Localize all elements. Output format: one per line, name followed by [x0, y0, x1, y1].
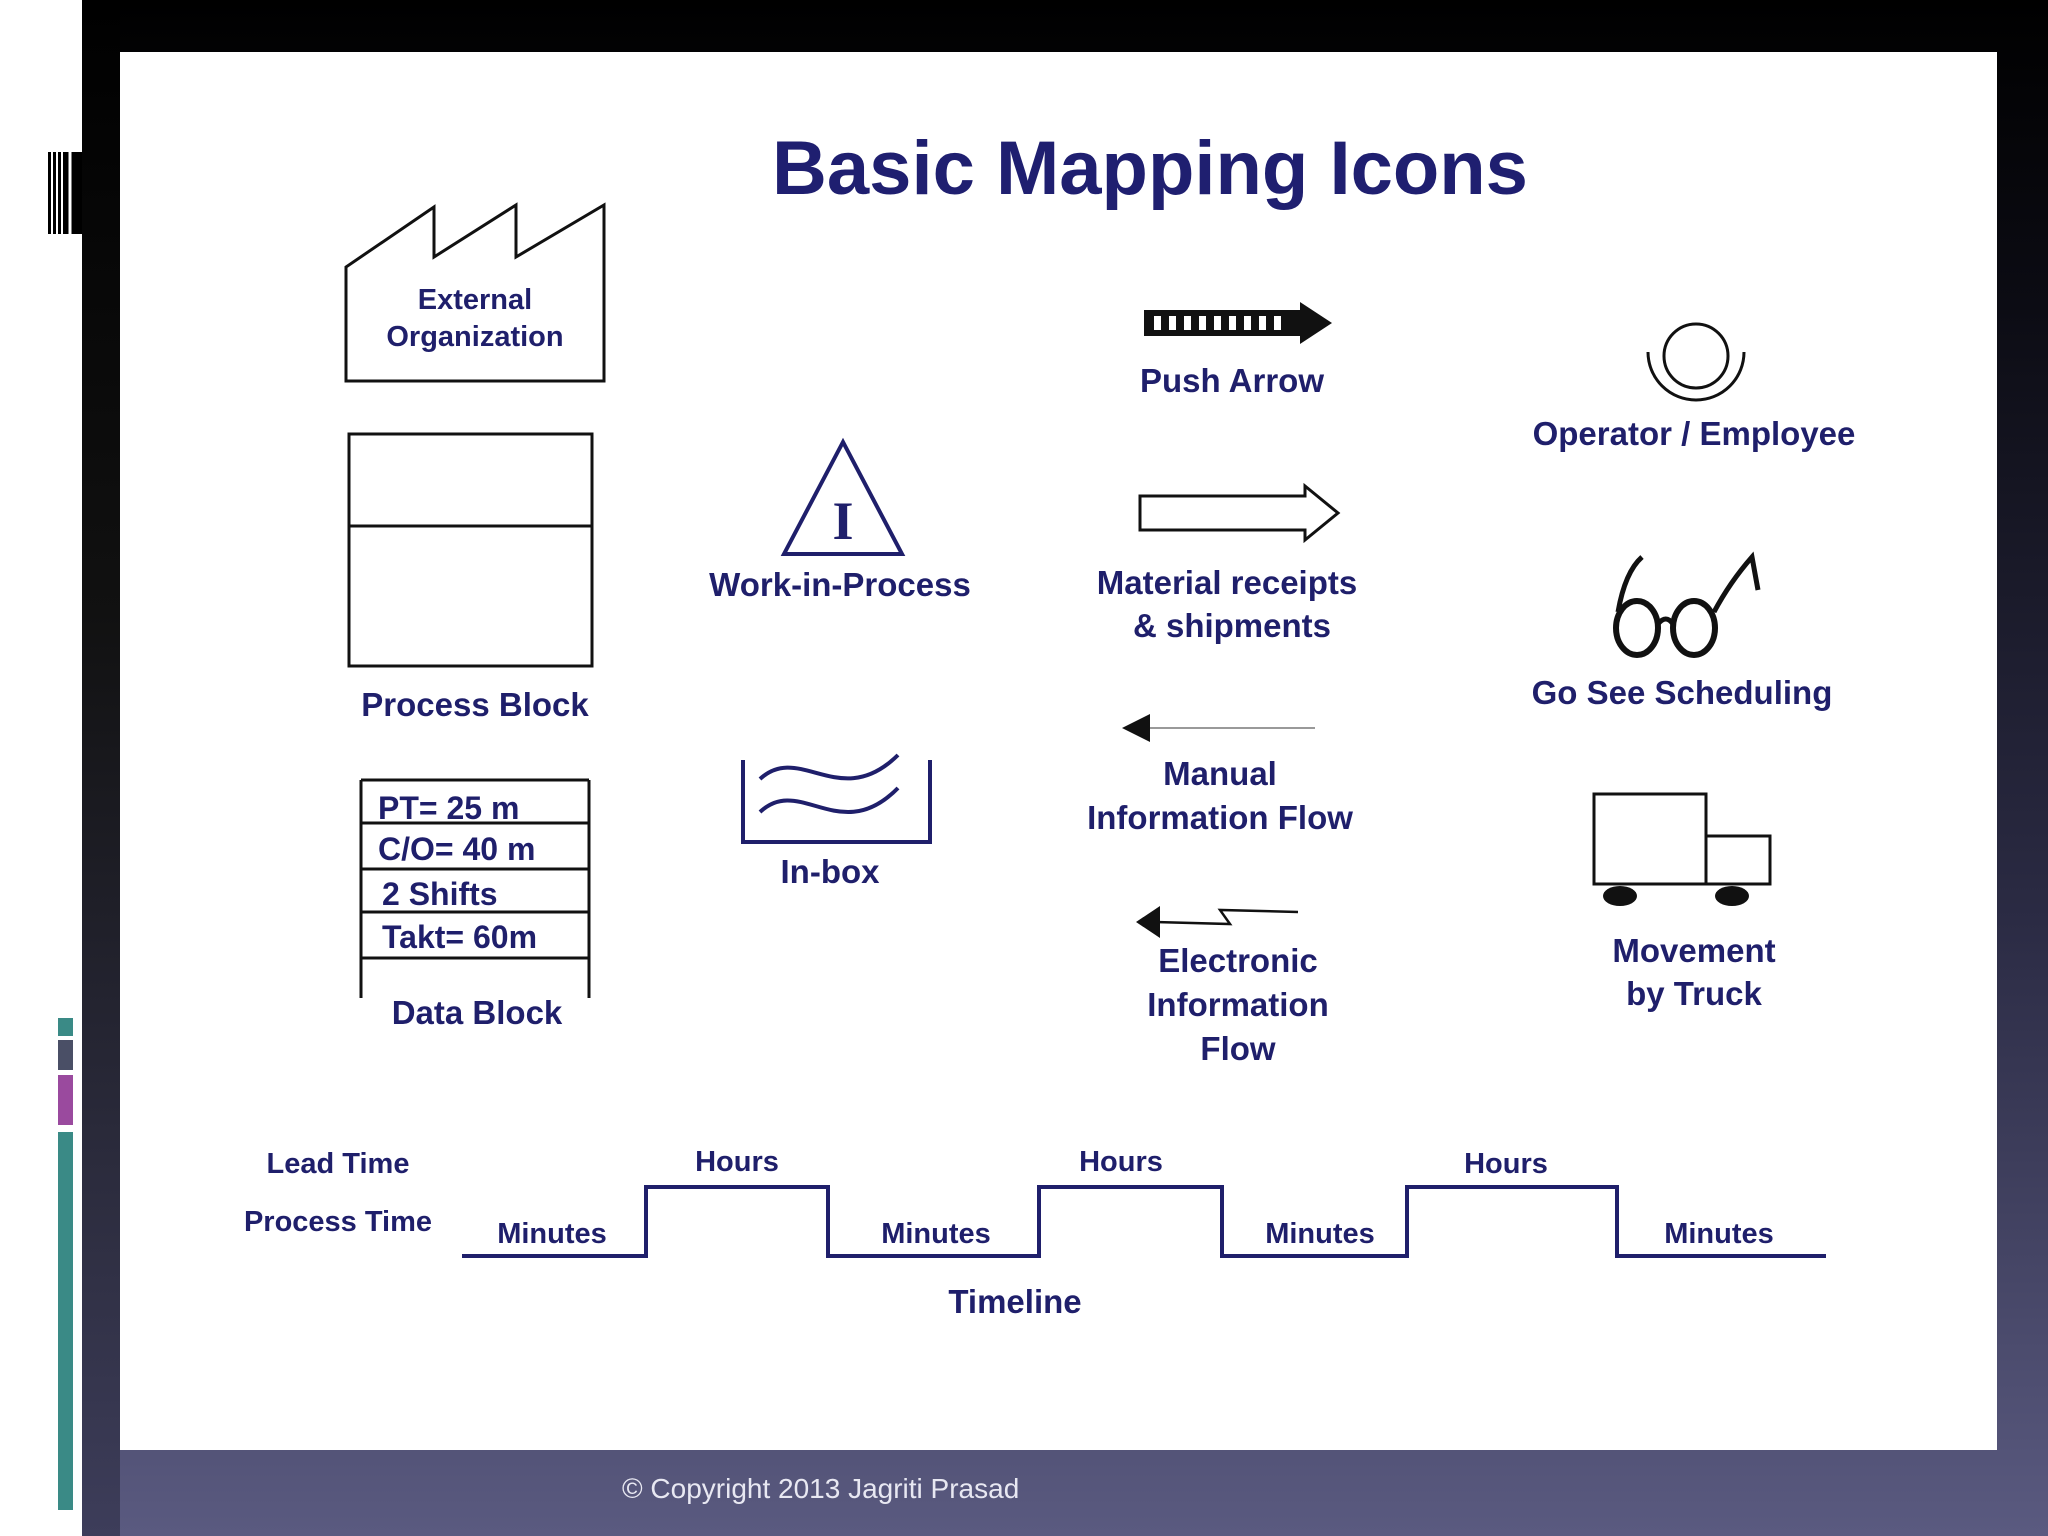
- push-arrow-icon: [1144, 302, 1332, 344]
- electronic-flow-label-line1: Electronic: [1158, 942, 1318, 979]
- data-block-row: 2 Shifts: [382, 876, 498, 912]
- material-label-line2: & shipments: [1133, 607, 1331, 644]
- accent-bar-slate: [58, 1040, 73, 1070]
- mapping-icons-diagram: Basic Mapping Icons External Organizatio…: [244, 126, 1856, 1320]
- data-block-row: Takt= 60m: [382, 919, 537, 955]
- warning-triangle-icon: [780, 437, 906, 556]
- data-block-row: PT= 25 m: [378, 790, 519, 826]
- accent-bar-teal: [58, 1132, 73, 1510]
- operator-icon: [1646, 322, 1746, 402]
- material-arrow-icon: [1138, 482, 1341, 544]
- electronic-flow-label-line2: Information: [1147, 986, 1328, 1023]
- data-block-icon: [359, 778, 591, 998]
- glasses-icon: [1613, 551, 1761, 658]
- left-dark-band: [82, 0, 120, 1536]
- process-time-label: Process Time: [244, 1206, 432, 1238]
- data-block-label: Data Block: [392, 994, 563, 1031]
- go-see-label: Go See Scheduling: [1532, 674, 1833, 711]
- external-org-label-line1: External: [418, 284, 532, 316]
- timeline-step-line: [462, 1185, 1826, 1258]
- wip-symbol: I: [832, 491, 853, 551]
- timeline-caption: Timeline: [948, 1283, 1081, 1320]
- inbox-label: In-box: [781, 853, 881, 890]
- timeline-minutes-label: Minutes: [1265, 1218, 1375, 1250]
- operator-label: Operator / Employee: [1533, 415, 1856, 452]
- electronic-flow-label-line3: Flow: [1200, 1030, 1275, 1067]
- wip-label: Work-in-Process: [709, 566, 971, 603]
- slide-content: Basic Mapping Icons External Organizatio…: [120, 52, 1997, 1450]
- material-label-line1: Material receipts: [1097, 564, 1357, 601]
- lead-time-label: Lead Time: [267, 1148, 410, 1180]
- accent-bar-magenta: [58, 1075, 73, 1125]
- timeline-minutes-label: Minutes: [881, 1218, 991, 1250]
- timeline-hours-label: Hours: [695, 1146, 779, 1178]
- inbox-icon: [741, 753, 932, 844]
- process-block-label: Process Block: [361, 686, 589, 723]
- timeline-hours-label: Hours: [1464, 1148, 1548, 1180]
- accent-bar-teal-top: [58, 1018, 73, 1036]
- process-block-icon: [347, 432, 594, 668]
- data-block-row: C/O= 40 m: [378, 831, 535, 867]
- push-arrow-label: Push Arrow: [1140, 362, 1324, 399]
- manual-flow-arrow-icon: [1122, 714, 1315, 742]
- truck-label-line2: by Truck: [1626, 975, 1762, 1012]
- truck-icon: [1592, 792, 1772, 906]
- manual-flow-label-line2: Information Flow: [1087, 799, 1353, 836]
- timeline-minutes-label: Minutes: [497, 1218, 607, 1250]
- electronic-flow-arrow-icon: [1136, 906, 1299, 938]
- truck-label-line1: Movement: [1612, 932, 1775, 969]
- manual-flow-label-line1: Manual: [1163, 755, 1277, 792]
- slide-corner-icon: [48, 152, 82, 234]
- timeline-hours-label: Hours: [1079, 1146, 1163, 1178]
- external-org-label-line2: Organization: [386, 321, 563, 353]
- copyright-footer: © Copyright 2013 Jagriti Prasad: [622, 1473, 1020, 1504]
- timeline-minutes-label: Minutes: [1664, 1218, 1774, 1250]
- factory-icon: [344, 202, 606, 383]
- page-title: Basic Mapping Icons: [772, 126, 1528, 211]
- left-margin-strip: [0, 0, 82, 1536]
